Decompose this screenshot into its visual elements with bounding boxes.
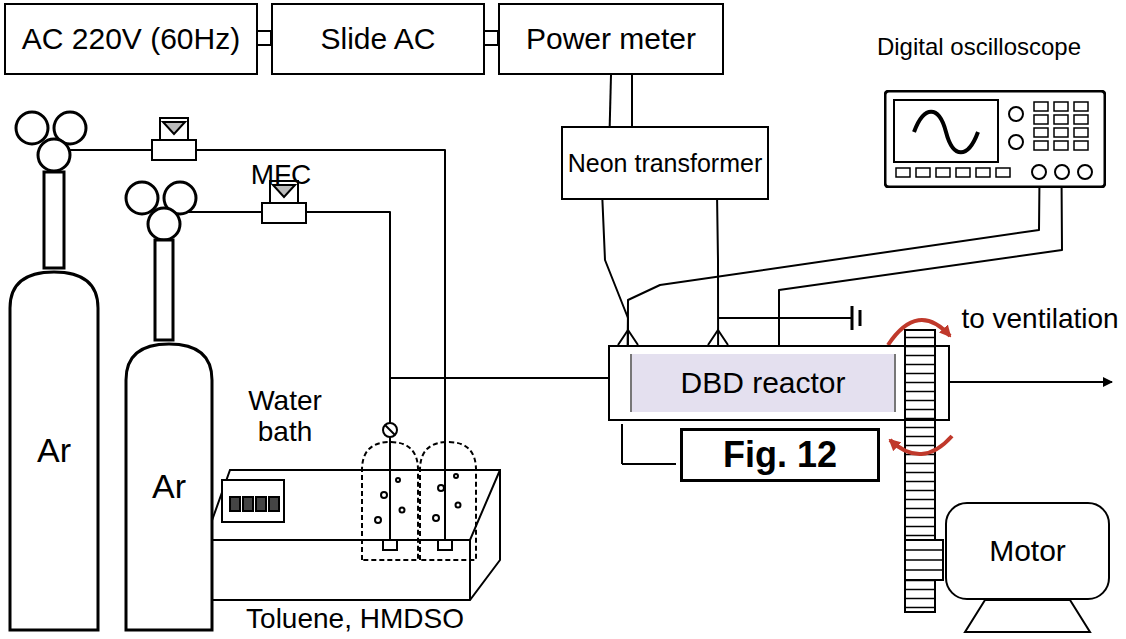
osc-node: Digital oscilloscope	[884, 8, 1106, 188]
oscilloscope-part	[894, 100, 998, 162]
gas-line	[54, 150, 608, 378]
electric-wire	[602, 200, 628, 345]
node-label: AC 220V (60Hz)	[22, 23, 240, 55]
motor-node: Motor	[945, 502, 1110, 600]
box-node: Slide AC	[271, 3, 485, 75]
box-node: AC 220V (60Hz)	[4, 3, 258, 75]
oscilloscope-button	[916, 168, 930, 177]
oscilloscope-button	[1034, 128, 1048, 137]
oscilloscope-button	[1074, 115, 1088, 124]
leader-line	[622, 424, 676, 464]
oscilloscope-button	[936, 168, 950, 177]
bubbler	[362, 378, 476, 560]
oscilloscope-body	[884, 90, 1106, 188]
part-label: Toluene, HMDSO	[215, 604, 495, 635]
oscilloscope-button	[1054, 115, 1068, 124]
ground-symbol	[718, 306, 860, 330]
water-bath	[205, 470, 500, 600]
oscilloscope-part	[1078, 165, 1092, 179]
gas-line	[169, 212, 608, 378]
electric-wire	[717, 200, 718, 345]
node-label: Ar	[152, 468, 186, 505]
node-label: Slide AC	[320, 23, 435, 55]
oscilloscope-part	[914, 112, 978, 153]
oscilloscope-button	[1074, 102, 1088, 111]
part-label: to ventilation	[960, 304, 1120, 335]
node-label: DBD reactor	[680, 367, 845, 399]
box-node: Power meter	[498, 3, 724, 75]
oscilloscope-button	[1034, 115, 1048, 124]
oscilloscope-button	[1054, 141, 1068, 150]
rotation-arrow	[888, 320, 952, 454]
cyl-node: Ar	[124, 340, 214, 632]
oscilloscope-button	[1074, 128, 1088, 137]
oscilloscope-button	[996, 168, 1010, 177]
electrode-terminal	[618, 330, 728, 345]
motor-stand	[965, 600, 1090, 632]
cylinder-outline	[126, 344, 212, 630]
part-label: MFC	[236, 160, 326, 191]
oscilloscope-button	[1054, 128, 1068, 137]
oscilloscope-part	[1009, 107, 1023, 121]
gear	[905, 330, 943, 612]
cyl-node: Ar	[8, 268, 100, 632]
power-lead	[631, 74, 633, 126]
cylinder-outline	[10, 272, 98, 630]
fig-node: Fig. 12	[680, 428, 880, 482]
node-label: Motor	[989, 535, 1066, 567]
part-label: Water bath	[225, 386, 345, 448]
figure-callout: Fig. 12	[723, 436, 837, 475]
oscilloscope-part	[1055, 165, 1069, 179]
oscilloscope-button	[1034, 141, 1048, 150]
box-node: Neon transformer	[561, 126, 770, 200]
oscilloscope-button	[1034, 102, 1048, 111]
oscilloscope-button	[976, 168, 990, 177]
outlet-arrow	[950, 381, 1112, 383]
discharge-zone: DBD reactor	[630, 354, 896, 412]
oscilloscope-part	[885, 91, 1105, 187]
oscilloscope-button	[896, 168, 910, 177]
oscilloscope-heading: Digital oscilloscope	[874, 8, 1084, 86]
electric-wire	[610, 75, 611, 126]
oscilloscope-button	[1074, 141, 1088, 150]
node-label: Digital oscilloscope	[877, 34, 1081, 60]
oscilloscope-button	[1054, 102, 1068, 111]
reactor-node: DBD reactor	[608, 345, 950, 421]
oscilloscope-button	[956, 168, 970, 177]
oscilloscope-part	[1009, 135, 1023, 149]
oscilloscope-part	[1032, 165, 1046, 179]
node-label: Neon transformer	[568, 150, 763, 177]
node-label: Power meter	[526, 23, 696, 55]
node-label: Ar	[37, 432, 71, 469]
